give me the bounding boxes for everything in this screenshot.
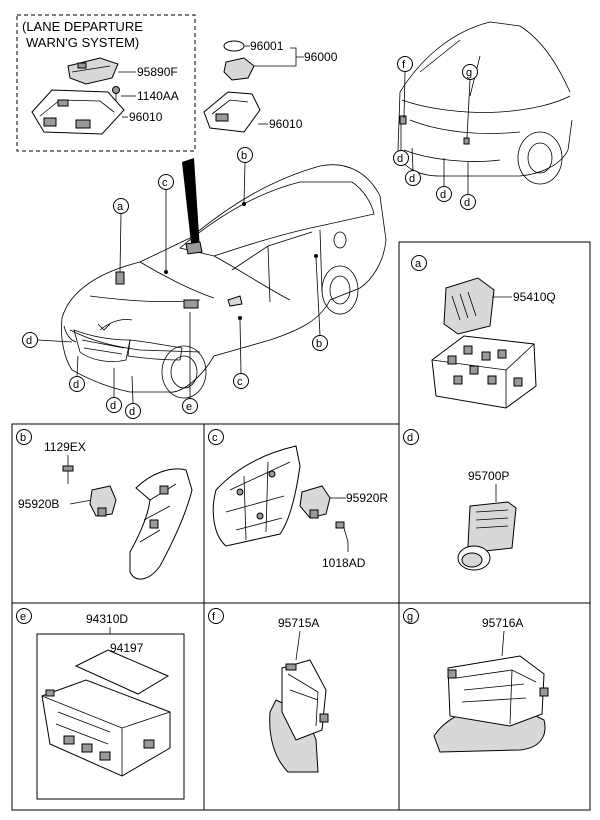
lane-departure-caption-1: (LANE DEPARTURE [22, 19, 143, 34]
panel-b: b 1129EX 95920B [16, 429, 193, 580]
callout-d-rear-4: d [460, 194, 476, 210]
parking-sensor-95700P [457, 501, 517, 571]
part-95700P: 95700P [468, 469, 509, 483]
svg-text:d: d [407, 432, 413, 444]
panel-g: g 95716A [403, 608, 549, 753]
part-1018AD: 1018AD [322, 556, 366, 570]
rain-sensor-bracket [203, 91, 261, 133]
callout-a-car: a [113, 198, 129, 214]
part-95920B: 95920B [18, 497, 59, 511]
lane-departure-caption-2: WARN'G SYSTEM) [26, 35, 139, 50]
door-frame [212, 445, 301, 547]
part-95890F: 95890F [137, 65, 178, 79]
callout-d-rear-3: d [436, 186, 452, 202]
svg-text:d: d [73, 379, 79, 391]
svg-text:e: e [186, 401, 192, 413]
svg-text:g: g [466, 67, 472, 79]
fender-bracket [129, 468, 193, 580]
sensor-pad [223, 40, 245, 52]
panel-g-label: g [403, 608, 419, 624]
callout-d-rear-2: d [405, 170, 421, 186]
lane-departure-dashed-box [16, 14, 196, 152]
callout-g-rear: g [462, 64, 478, 80]
svg-text:e: e [20, 611, 26, 623]
junction-box [431, 335, 537, 409]
label-94197 [74, 649, 170, 695]
svg-text:d: d [409, 173, 415, 185]
svg-text:c: c [237, 376, 243, 388]
callout-d-rear-1: d [393, 150, 409, 166]
part-95715A: 95715A [278, 616, 319, 630]
callout-d-car-3: d [106, 397, 122, 413]
part-95920R: 95920R [346, 491, 388, 505]
part-96010-top: 96010 [269, 117, 303, 131]
part-95716A: 95716A [482, 616, 523, 630]
panel-a-label: a [411, 255, 427, 271]
sensor-95920R [299, 485, 331, 519]
panel-f-label: f [208, 608, 224, 624]
panel-grid-lines [11, 241, 591, 811]
part-96000: 96000 [304, 50, 338, 64]
svg-text:d: d [129, 406, 135, 418]
radar-module-95716A [447, 655, 549, 727]
svg-text:b: b [20, 432, 26, 444]
svg-text:a: a [117, 201, 124, 213]
part-96010-lane: 96010 [129, 110, 163, 124]
panel-c: c 95920R 1018AD [208, 429, 388, 570]
rain-sensor-group: 96001 96000 96010 [203, 39, 338, 133]
part-94197: 94197 [110, 641, 144, 655]
svg-text:d: d [26, 335, 32, 347]
part-1129EX: 1129EX [44, 440, 86, 454]
callout-b-car-1: b [237, 147, 253, 163]
svg-text:g: g [407, 611, 413, 623]
panel-a: a 95410Q [411, 255, 556, 409]
panel-c-label: c [208, 429, 224, 445]
radar-module-95715A [281, 659, 329, 741]
part-94310D: 94310D [86, 612, 128, 626]
svg-text:d: d [464, 197, 470, 209]
callout-d-car-2: d [69, 376, 85, 392]
callout-d-car-4: d [125, 403, 141, 419]
callout-c-car-2: c [233, 373, 249, 389]
screw-1129EX [62, 465, 74, 484]
lane-bracket [31, 89, 125, 135]
svg-text:d: d [440, 189, 446, 201]
lane-departure-group: (LANE DEPARTURE WARN'G SYSTEM) 95890F 11… [16, 14, 196, 152]
svg-text:d: d [110, 400, 116, 412]
screw-1018AD [335, 521, 349, 543]
cluster-unit-94310D [41, 679, 171, 777]
callout-e-car: e [182, 398, 198, 414]
lane-camera-module [67, 57, 119, 85]
rain-sensor [223, 57, 255, 81]
panel-e-inner-box [36, 633, 185, 800]
callout-d-car-1: d [22, 332, 38, 348]
panel-e-label: e [16, 608, 32, 624]
panel-f: f 95715A [208, 608, 329, 773]
callout-c-car-1: c [158, 174, 174, 190]
svg-text:a: a [415, 258, 422, 270]
svg-text:f: f [212, 611, 216, 623]
junction-module-95410Q [443, 277, 495, 335]
part-95410Q: 95410Q [513, 290, 556, 304]
car-main-view: a c b c b d d d d e [22, 147, 387, 419]
svg-text:d: d [397, 153, 403, 165]
callout-b-car-2: b [312, 335, 328, 351]
sensor-95920B [89, 485, 117, 517]
callout-f-rear: f [397, 56, 413, 72]
svg-text:c: c [212, 432, 218, 444]
panel-b-label: b [16, 429, 32, 445]
svg-text:b: b [241, 150, 247, 162]
part-1140AA: 1140AA [137, 89, 179, 103]
panel-e: e 94310D 94197 [16, 608, 185, 800]
svg-text:b: b [316, 338, 322, 350]
svg-text:f: f [402, 59, 406, 71]
car-rear-view: f g d d d d [393, 21, 573, 210]
panel-d-label: d [403, 429, 419, 445]
screw-1140AA [112, 86, 120, 102]
svg-text:c: c [162, 177, 168, 189]
part-96001: 96001 [250, 39, 284, 53]
panel-d: d 95700P [403, 429, 517, 571]
